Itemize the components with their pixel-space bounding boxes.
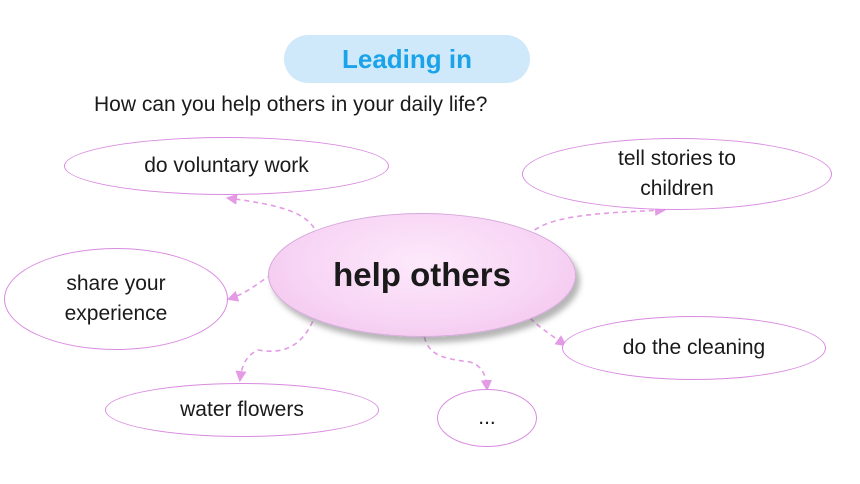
node-tell-stories-label: tell stories to children	[618, 147, 736, 200]
connector-cleaning	[529, 317, 567, 347]
node-share-experience-label: share your experience	[64, 272, 168, 325]
node-share-experience: share your experience	[4, 248, 228, 350]
node-water-flowers: water flowers	[105, 383, 379, 437]
connector-share	[226, 274, 273, 302]
question-text: How can you help others in your daily li…	[94, 93, 488, 116]
connector-flowers	[235, 312, 317, 383]
node-more-label: ...	[478, 406, 496, 429]
node-tell-stories: tell stories to children	[522, 138, 832, 210]
connector-stories	[527, 204, 667, 237]
node-voluntary-work-label: do voluntary work	[144, 154, 309, 177]
connector-more	[422, 327, 492, 392]
node-voluntary-work: do voluntary work	[64, 137, 389, 195]
node-more: ...	[437, 389, 537, 447]
node-do-cleaning-label: do the cleaning	[622, 336, 766, 359]
node-water-flowers-label: water flowers	[180, 398, 304, 421]
center-node-help-others: help others	[268, 213, 576, 337]
connector-voluntary	[225, 193, 319, 237]
node-do-cleaning: do the cleaning	[562, 316, 826, 380]
section-title: Leading in	[284, 35, 530, 83]
